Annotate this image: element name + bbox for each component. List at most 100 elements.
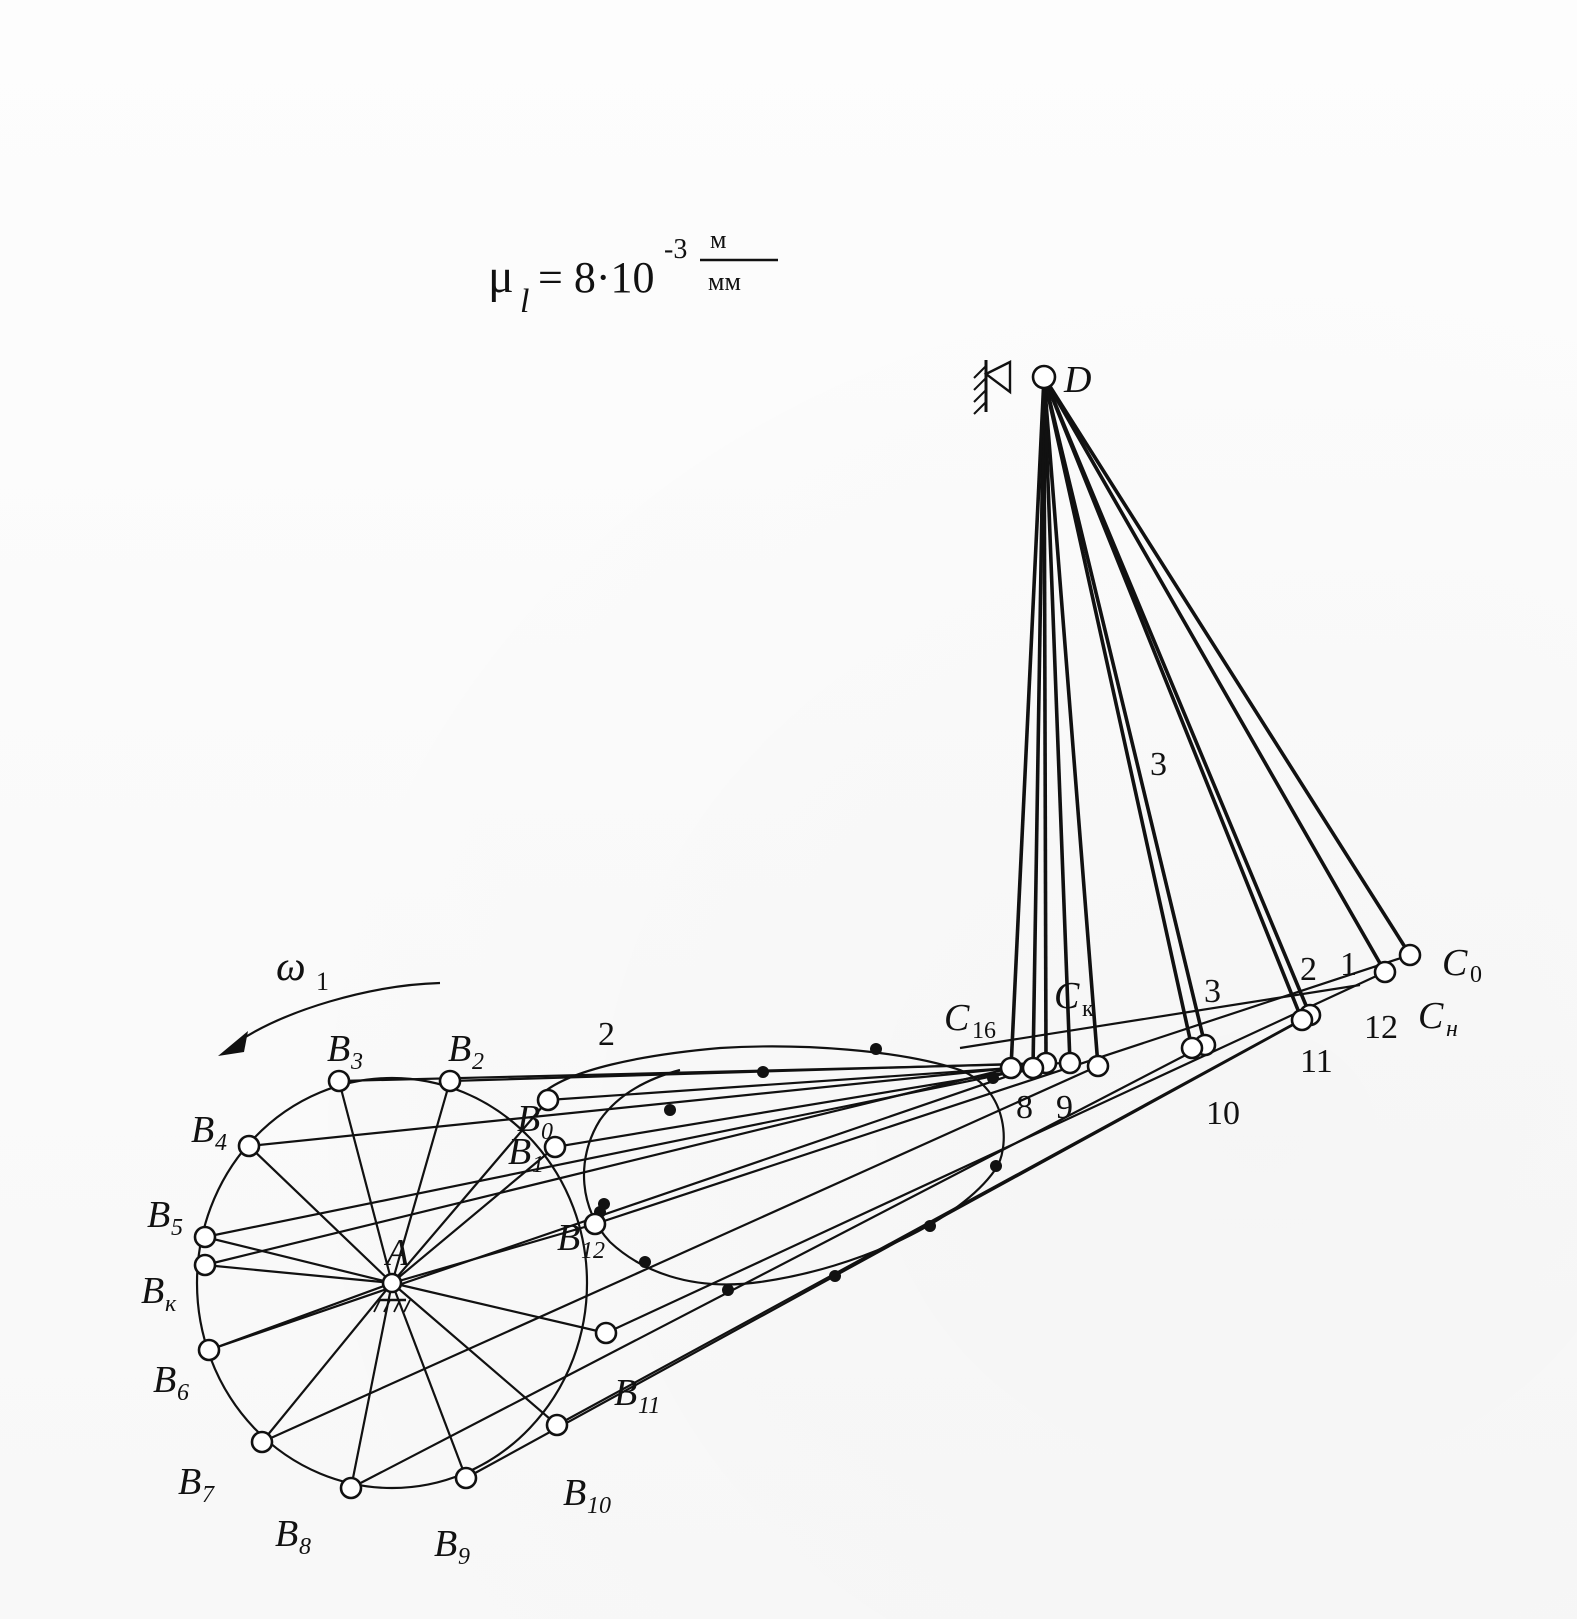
label-b: B bbox=[275, 1513, 298, 1555]
trajectory-dot bbox=[990, 1160, 1002, 1172]
rocker-number-2: 2 bbox=[1300, 951, 1317, 988]
label-b-sub: 4 bbox=[215, 1130, 227, 1156]
label-b-sub: 11 bbox=[638, 1393, 660, 1419]
coupler-line bbox=[556, 1014, 1311, 1426]
rocker-line bbox=[1042, 376, 1207, 1046]
label-link-3: 3 bbox=[1150, 746, 1167, 783]
scale-unit-numerator: м bbox=[710, 225, 726, 254]
joint-c bbox=[1180, 1036, 1204, 1060]
crank-link-1 bbox=[204, 1080, 607, 1489]
rocker-line bbox=[1042, 376, 1387, 973]
coupler-line bbox=[248, 1066, 1012, 1148]
label-omega-sub: 1 bbox=[316, 967, 329, 996]
joint-b bbox=[193, 1225, 217, 1249]
rocker-number-10: 10 bbox=[1206, 1095, 1240, 1132]
coupler-line bbox=[208, 1061, 1047, 1352]
coupler-line bbox=[554, 1066, 1034, 1149]
joint-b bbox=[583, 1212, 607, 1236]
label-b-sub: 8 bbox=[299, 1534, 311, 1560]
label-b: B bbox=[178, 1461, 201, 1503]
scale-exponent: -3 bbox=[664, 234, 687, 265]
label-link-2: 2 bbox=[598, 1016, 615, 1053]
label-b: B bbox=[517, 1098, 540, 1140]
coupler-line bbox=[204, 1066, 1012, 1267]
joint-d bbox=[1031, 364, 1057, 390]
crank-radius-line bbox=[204, 1263, 393, 1285]
joint-c bbox=[1373, 960, 1397, 984]
crank-radius-line bbox=[261, 1282, 393, 1443]
joint-c bbox=[1398, 943, 1422, 967]
rocker-line bbox=[1042, 376, 1412, 956]
label-b-sub: 12 bbox=[581, 1238, 605, 1264]
label-b-sub: 2 bbox=[472, 1049, 484, 1075]
scale-unit-denominator: мм bbox=[708, 267, 741, 296]
label-b: B bbox=[614, 1372, 637, 1414]
label-ck: C bbox=[1054, 975, 1080, 1017]
label-b-sub: 7 bbox=[202, 1482, 215, 1508]
crank-radius-line bbox=[391, 1222, 596, 1285]
fixed-support-d bbox=[973, 360, 1012, 415]
crank-radius-line bbox=[208, 1281, 393, 1352]
joint-b bbox=[193, 1253, 217, 1277]
joint-b bbox=[543, 1135, 567, 1159]
trajectory-dot bbox=[664, 1104, 676, 1116]
label-c16: C bbox=[944, 997, 970, 1039]
joint-c bbox=[1021, 1056, 1045, 1080]
label-b-sub: 6 bbox=[177, 1380, 189, 1406]
joint-b bbox=[327, 1069, 351, 1093]
crank-radius-line bbox=[391, 1281, 607, 1335]
crank-radius-line bbox=[349, 1282, 394, 1489]
crank-radius-line bbox=[391, 1146, 556, 1284]
crank-radius-line bbox=[390, 1282, 468, 1479]
crank-radius-line bbox=[337, 1080, 394, 1284]
scale-subscript: l bbox=[520, 283, 529, 320]
joint-b bbox=[339, 1476, 363, 1500]
label-b-sub: 5 bbox=[171, 1215, 183, 1241]
label-d: D bbox=[1063, 359, 1091, 401]
rocker-number-9: 9 bbox=[1056, 1089, 1073, 1126]
joint-c bbox=[999, 1056, 1023, 1080]
pivot-a bbox=[373, 1272, 411, 1313]
joint-c bbox=[1058, 1051, 1082, 1075]
label-b-sub: 0 bbox=[541, 1119, 553, 1145]
label-b: B bbox=[191, 1109, 214, 1151]
joint-b bbox=[454, 1466, 478, 1490]
coupler-link-2 bbox=[204, 953, 1411, 1489]
rocker-number-8: 8 bbox=[1016, 1089, 1033, 1126]
joint-b bbox=[250, 1430, 274, 1454]
label-b: B bbox=[153, 1359, 176, 1401]
coupler-line bbox=[350, 1044, 1206, 1489]
label-b-sub: 9 bbox=[458, 1544, 470, 1570]
coupler-line bbox=[261, 1064, 1099, 1444]
label-b-sub: 10 bbox=[587, 1493, 611, 1519]
trajectory-dots bbox=[594, 1043, 1002, 1296]
rocker-number-3: 3 bbox=[1204, 973, 1221, 1010]
joint-c bbox=[1086, 1054, 1110, 1078]
label-b: B bbox=[557, 1217, 580, 1259]
crank-radius-line bbox=[390, 1080, 452, 1284]
label-b: B bbox=[434, 1523, 457, 1565]
rocker-line bbox=[1009, 376, 1046, 1069]
label-omega: ω bbox=[276, 944, 306, 990]
rocker-line bbox=[1042, 376, 1304, 1021]
trajectory-dot bbox=[829, 1270, 841, 1282]
crank-circle bbox=[195, 1076, 589, 1490]
rocker-end-joints bbox=[999, 943, 1422, 1080]
crank-end-joints bbox=[193, 1069, 618, 1500]
joint-c bbox=[1290, 1008, 1314, 1032]
rocker-number-11: 11 bbox=[1300, 1043, 1333, 1080]
angular-velocity-arrow bbox=[218, 981, 441, 1056]
trajectory-dot bbox=[757, 1066, 769, 1078]
label-ck-sub: к bbox=[1082, 996, 1094, 1022]
coupler-line bbox=[959, 983, 1361, 1050]
rocker-line bbox=[1031, 376, 1046, 1069]
scale-annotation: μ l = 8·10 -3 м мм bbox=[488, 225, 778, 320]
trajectory-dot bbox=[987, 1072, 999, 1084]
crank-radius-line bbox=[248, 1145, 393, 1284]
crank-radius-line bbox=[204, 1235, 393, 1285]
scale-value: = 8·10 bbox=[538, 253, 654, 302]
